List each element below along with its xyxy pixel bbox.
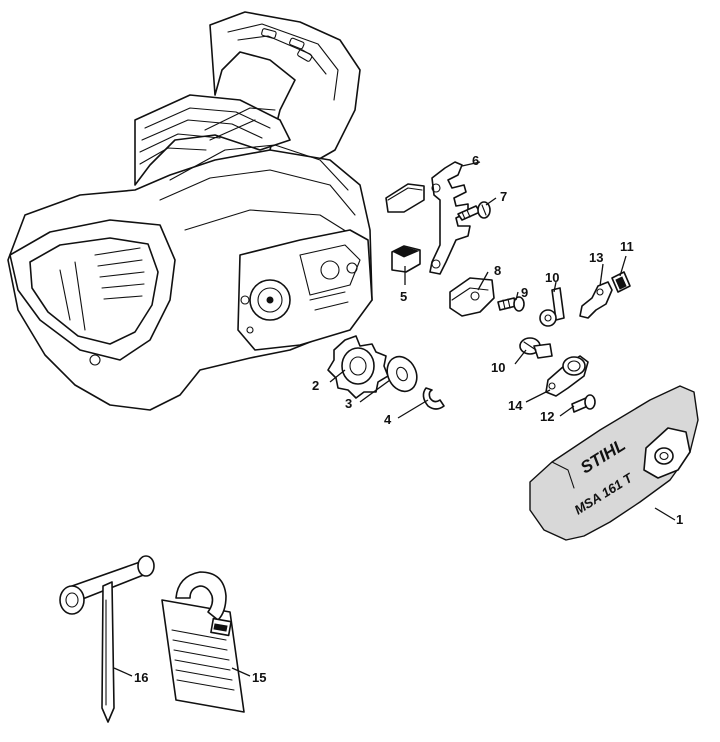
part-12-screw [571, 394, 596, 413]
part-9-screw [497, 296, 525, 312]
callout-14: 14 [508, 398, 523, 413]
part-13-lever [579, 281, 613, 319]
part-5-pad-lower [391, 245, 421, 273]
part-10-tensioner-gear [519, 337, 553, 359]
callout-4: 4 [384, 412, 392, 427]
part-14-tensioner-arm [545, 355, 589, 397]
part-8-bracket [449, 277, 495, 317]
part-4-e-clip [422, 387, 445, 410]
callout-8: 8 [494, 263, 501, 278]
callout-2: 2 [312, 378, 319, 393]
callout-10-upper: 10 [545, 270, 559, 285]
part-2-sprocket [327, 335, 389, 399]
callout-15: 15 [252, 670, 266, 685]
part-15-hang-tag [161, 571, 245, 713]
part-1-sprocket-cover: STIHL MSA 161 T [529, 385, 699, 541]
callout-13: 13 [589, 250, 603, 265]
part-11-clip [611, 271, 631, 293]
callout-7: 7 [500, 189, 507, 204]
callout-1: 1 [676, 512, 683, 527]
callout-labels: 1 2 3 4 5 6 7 8 9 10 10 11 12 13 14 15 1… [134, 153, 683, 685]
callout-16: 16 [134, 670, 148, 685]
part-10-tensioner-rod [539, 287, 565, 327]
callout-9: 9 [521, 285, 528, 300]
callout-12: 12 [540, 409, 554, 424]
part-5-pad-upper [385, 183, 425, 213]
part-7-screw [457, 201, 491, 221]
chainsaw-body [7, 11, 373, 411]
callout-10-lower: 10 [491, 360, 505, 375]
part-16-combination-wrench [59, 555, 155, 723]
leader-lines [113, 161, 676, 677]
callout-3: 3 [345, 396, 352, 411]
part-3-washer [386, 355, 418, 393]
callout-5: 5 [400, 289, 407, 304]
callout-11: 11 [620, 239, 634, 254]
callout-6: 6 [472, 153, 479, 168]
